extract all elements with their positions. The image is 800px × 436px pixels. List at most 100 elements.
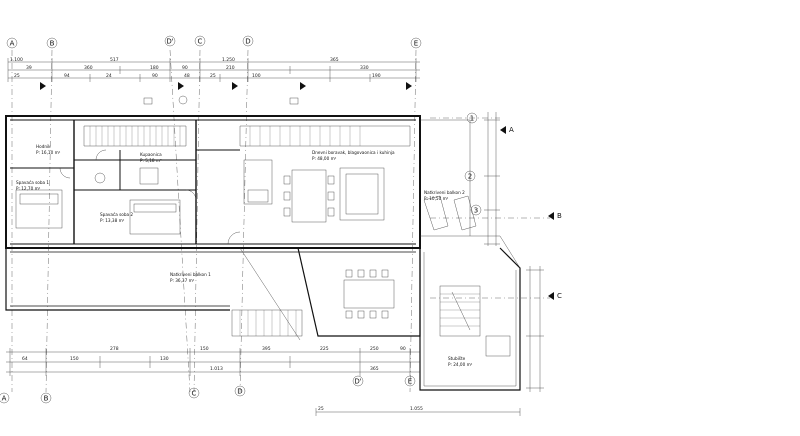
room-label-kupaonica: Kupaonica P: 5,18 m²	[140, 152, 162, 163]
dim-bottom-3-2: 1.055	[410, 406, 423, 412]
svg-text:Dnevni boravak, blagovaonica i: Dnevni boravak, blagovaonica i kuhinja	[312, 150, 395, 155]
dim-top-2-3: 180	[150, 65, 159, 71]
room-label-stubiste: Stubište P: 24,00 m²	[448, 356, 473, 367]
grid-bubble-bottom-c: C	[188, 387, 200, 399]
svg-text:D: D	[245, 38, 250, 46]
dimension-chain-bottom: 278 150 395 225 250 90 64 150 130 1.013 …	[6, 346, 521, 416]
grid-bubble-right-2: 2	[464, 170, 476, 182]
svg-text:3: 3	[474, 207, 478, 215]
dim-bottom-1-3: 395	[262, 346, 271, 352]
grid-bubble-bottom-e: E	[404, 375, 416, 387]
svg-text:Kupaonica: Kupaonica	[140, 152, 162, 157]
section-mark-b: B	[548, 212, 562, 220]
dim-top-3-4: 90	[152, 73, 158, 79]
svg-text:B: B	[557, 212, 562, 220]
dim-top-3-7: 100	[252, 73, 261, 79]
dim-bottom-2-3: 130	[160, 356, 169, 362]
building-outline	[5, 115, 521, 391]
room-labels: Hodnik P: 16,10 m² Spavaća soba 1 P: 12,…	[16, 144, 473, 367]
dim-top-3-6: 25	[210, 73, 216, 79]
dim-top-1-4: 365	[330, 57, 339, 63]
room-label-spavaca-1: Spavaća soba 1 P: 12,70 m²	[16, 180, 49, 191]
svg-text:C: C	[192, 390, 197, 398]
svg-text:Natkriveni balkon 2: Natkriveni balkon 2	[424, 190, 465, 195]
dim-bottom-2-4: 1.013	[210, 366, 223, 372]
grid-bubble-top-d: D	[242, 35, 254, 47]
room-label-spavaca-2: Spavaća soba 2 P: 13,38 m²	[100, 212, 133, 223]
grid-right: 1 2 3	[464, 112, 482, 216]
grid-bubble-top-d-prime: D'	[164, 35, 176, 47]
dim-top-1-2: 517	[110, 57, 119, 63]
furniture	[15, 149, 511, 357]
svg-text:2: 2	[468, 173, 472, 181]
grid-bubble-right-3: 3	[470, 204, 482, 216]
grid-bubble-top-a: A	[6, 37, 18, 49]
svg-text:Hodnik: Hodnik	[36, 144, 51, 149]
grid-bottom: A B C D D' E	[0, 375, 416, 404]
dimension-chain-right	[484, 112, 544, 392]
svg-text:P: 48,00 m²: P: 48,00 m²	[312, 156, 337, 161]
room-label-dnevni-boravak: Dnevni boravak, blagovaonica i kuhinja P…	[312, 150, 395, 161]
section-marks: A B C	[500, 126, 562, 300]
dim-bottom-1-5: 250	[370, 346, 379, 352]
dim-top-2-4: 90	[182, 65, 188, 71]
dim-top-3-8: 190	[372, 73, 381, 79]
svg-text:P: 10,50 m²: P: 10,50 m²	[424, 196, 449, 201]
grid-bubble-right-1: 1	[466, 112, 478, 124]
dim-top-3-3: 24	[106, 73, 112, 79]
interior-walls	[10, 120, 411, 244]
svg-text:D': D'	[354, 378, 361, 386]
dim-bottom-2-5: 365	[370, 366, 379, 372]
svg-text:C: C	[557, 292, 562, 300]
dim-top-3-5: 48	[184, 73, 190, 79]
svg-text:E: E	[414, 40, 418, 48]
grid-bubble-bottom-d-prime: D'	[352, 375, 364, 387]
section-mark-c: C	[548, 292, 562, 300]
svg-text:D: D	[237, 388, 242, 396]
dim-top-2-2: 360	[84, 65, 93, 71]
svg-text:P: 12,70 m²: P: 12,70 m²	[16, 186, 41, 191]
svg-text:C: C	[198, 38, 203, 46]
svg-text:E: E	[408, 378, 412, 386]
dim-top-2-6: 330	[360, 65, 369, 71]
svg-text:P: 24,00 m²: P: 24,00 m²	[448, 362, 473, 367]
svg-text:A: A	[2, 395, 7, 403]
dimension-chain-top: 1.100 517 1.250 365 39 360 180 90 210 33…	[7, 57, 420, 82]
svg-text:A: A	[509, 126, 514, 134]
section-mark-a: A	[500, 126, 514, 134]
dim-bottom-1-6: 90	[400, 346, 406, 352]
grid-bubble-bottom-a: A	[0, 392, 10, 404]
dim-top-2-1: 39	[26, 65, 32, 71]
dim-top-3-1: 25	[14, 73, 20, 79]
svg-text:P: 5,18 m²: P: 5,18 m²	[140, 158, 162, 163]
svg-text:B: B	[50, 40, 55, 48]
svg-text:D': D'	[166, 38, 173, 46]
grid-bubble-bottom-b: B	[40, 392, 52, 404]
grid-lines	[11, 49, 550, 393]
grid-top: A B D' C D E	[6, 35, 422, 49]
dim-bottom-3-1: 25	[318, 406, 324, 412]
svg-text:Spavaća soba 1: Spavaća soba 1	[16, 180, 49, 185]
dim-top-2-5: 210	[226, 65, 235, 71]
dim-bottom-1-2: 150	[200, 346, 209, 352]
svg-text:P: 16,10 m²: P: 16,10 m²	[36, 150, 61, 155]
svg-text:1: 1	[470, 115, 474, 123]
grid-bubble-top-e: E	[410, 37, 422, 49]
svg-text:B: B	[44, 395, 49, 403]
room-label-balkon-1: Natkriveni balkon 1 P: 36,37 m²	[170, 272, 211, 283]
dim-top-3-2: 94	[64, 73, 70, 79]
dim-top-1-1: 1.100	[10, 57, 23, 63]
level-markers	[40, 82, 412, 105]
room-label-balkon-2: Natkriveni balkon 2 P: 10,50 m²	[424, 190, 465, 201]
svg-text:Stubište: Stubište	[448, 356, 466, 361]
grid-bubble-bottom-d: D	[234, 385, 246, 397]
svg-text:P: 13,38 m²: P: 13,38 m²	[100, 218, 125, 223]
grid-bubble-top-b: B	[46, 37, 58, 49]
svg-text:P: 36,37 m²: P: 36,37 m²	[170, 278, 195, 283]
dim-bottom-2-1: 64	[22, 356, 28, 362]
grid-bubble-top-c: C	[194, 35, 206, 47]
room-label-hodnik: Hodnik P: 16,10 m²	[36, 144, 61, 155]
svg-text:Spavaća soba 2: Spavaća soba 2	[100, 212, 133, 217]
dim-top-1-3: 1.250	[222, 57, 235, 63]
dim-bottom-2-2: 150	[70, 356, 79, 362]
